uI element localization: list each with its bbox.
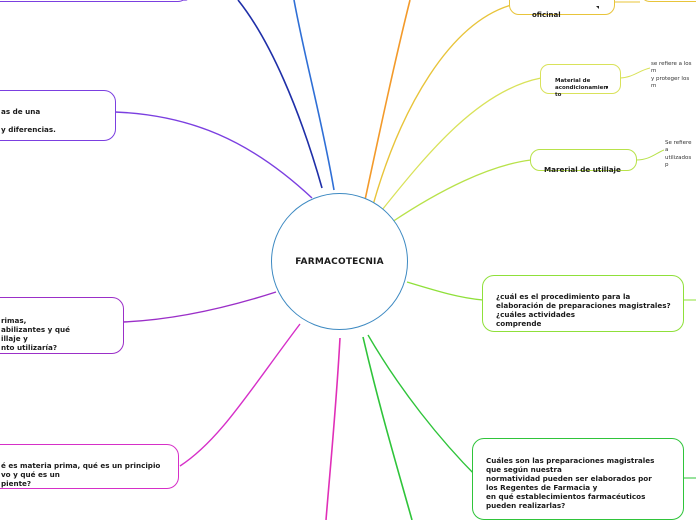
topic-diferencias[interactable]: as de una y diferencias.: [0, 90, 116, 141]
topic-top-right[interactable]: [640, 0, 696, 2]
topic-top-left[interactable]: [0, 0, 188, 2]
connector-blue: [293, 0, 335, 191]
connector-green-down: [362, 336, 413, 520]
note-utillaje: Se refiere a utilizados p: [665, 140, 692, 169]
connector-acondicionamiento-out: [619, 67, 651, 79]
expand-icon[interactable]: [605, 86, 608, 89]
note-acondicionamiento: se refiere a los m y proteger los m: [651, 61, 692, 90]
topic-procedimiento[interactable]: ¿cuál es el procedimiento para la elabor…: [482, 275, 684, 332]
connector-utillaje: [391, 159, 532, 223]
topic-procedimiento-label: ¿cuál es el procedimiento para la elabor…: [496, 292, 671, 328]
connector-primas: [122, 291, 277, 323]
connector-preparaciones: [367, 334, 479, 479]
connector-acondicionamiento: [381, 77, 542, 211]
topic-diferencias-label: as de una y diferencias.: [1, 107, 56, 134]
connector-materia-prima: [179, 323, 301, 467]
connector-oficinal: [372, 3, 516, 206]
connector-utillaje-out: [635, 149, 665, 161]
connector-procedimiento: [406, 281, 484, 301]
topic-materias-primas-label: rimas, abilizantes y qué illaje y nto ut…: [1, 316, 70, 352]
topic-oficinal[interactable]: oficinal: [509, 0, 615, 19]
topic-oficinal-label: oficinal: [532, 10, 561, 19]
topic-materia-prima[interactable]: é es materia prima, qué es un principio …: [0, 444, 179, 489]
connector-diferencias: [114, 111, 313, 199]
topic-material-utillaje-label: Marerial de utillaje: [544, 165, 621, 174]
topic-materia-prima-label: é es materia prima, qué es un principio …: [1, 461, 161, 488]
central-topic-label: FARMACOTECNIA: [295, 256, 384, 267]
topic-material-acondicionamiento[interactable]: Material de acondicionamien to: [540, 64, 621, 98]
expand-icon[interactable]: [596, 6, 599, 9]
topic-materias-primas[interactable]: rimas, abilizantes y qué illaje y nto ut…: [0, 297, 124, 354]
connector-orange: [364, 0, 411, 201]
central-topic[interactable]: FARMACOTECNIA: [271, 193, 408, 330]
topic-preparaciones-magistrales[interactable]: Cuáles son las preparaciones magistrales…: [472, 438, 684, 520]
topic-preparaciones-magistrales-label: Cuáles son las preparaciones magistrales…: [486, 456, 655, 510]
connector-magenta: [325, 337, 341, 520]
topic-material-utillaje[interactable]: Marerial de utillaje: [530, 149, 637, 174]
topic-material-acondicionamiento-label: Material de acondicionamien to: [555, 77, 608, 98]
connector-navy: [237, 0, 323, 189]
